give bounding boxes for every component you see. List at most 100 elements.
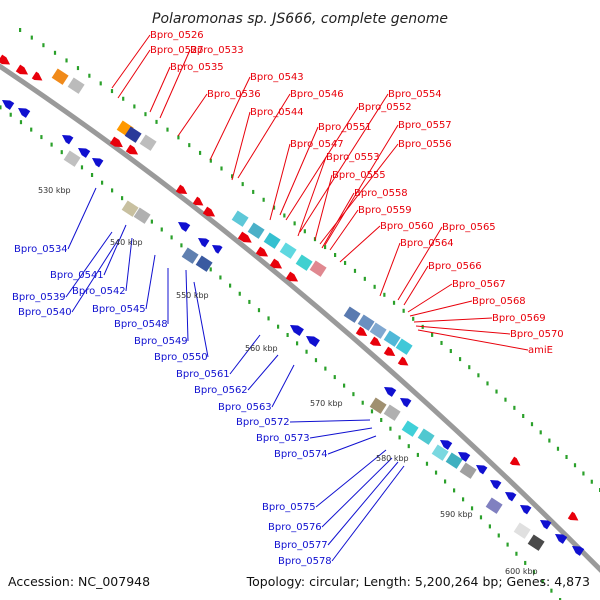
outer-tick <box>42 43 45 48</box>
forward-gene-label: Bpro_0553 <box>326 152 380 163</box>
scale-tick-label: 560 kbp <box>245 344 278 353</box>
outer-tick <box>133 104 136 109</box>
gene-block <box>369 397 387 414</box>
outer-tick <box>283 213 286 218</box>
forward-gene-label: Bpro_0535 <box>170 62 224 73</box>
forward-gene-leader <box>297 156 327 237</box>
forward-gene-leader <box>329 209 359 251</box>
forward-gene-leader <box>319 143 399 245</box>
inner-tick <box>150 219 153 224</box>
forward-gene-arrow <box>192 196 204 206</box>
inner-tick <box>407 444 410 449</box>
reverse-gene-arrow-shape <box>198 238 210 248</box>
forward-gene-arrow <box>109 136 123 148</box>
forward-gene-leader <box>417 329 529 351</box>
forward-gene-leader <box>285 106 359 221</box>
gene-block-shape <box>431 444 449 461</box>
forward-gene-label: Bpro_0552 <box>358 102 412 113</box>
reverse-gene-label: Bpro_0562 <box>194 385 248 396</box>
outer-tick <box>530 422 534 427</box>
reverse-gene-arrow <box>18 108 31 118</box>
outer-tick <box>334 253 337 257</box>
scale-tick-label: 540 kbp <box>110 238 143 247</box>
scale-tick-label: 570 kbp <box>310 399 343 408</box>
outer-tick <box>363 276 366 281</box>
forward-gene-arrow <box>175 184 188 194</box>
reverse-gene-leader <box>327 461 399 546</box>
reverse-gene-label: Bpro_0549 <box>134 336 188 347</box>
inner-tick <box>9 112 12 117</box>
reverse-gene-arrow-shape <box>290 325 304 336</box>
inner-tick <box>120 196 124 201</box>
forward-gene-arrow <box>0 54 11 65</box>
reverse-gene-leader <box>289 419 371 423</box>
forward-gene-arrow <box>237 231 252 243</box>
genome-summary-text: Topology: circular; Length: 5,200,264 bp… <box>246 574 590 589</box>
genome-backbone <box>0 63 600 573</box>
gene-block-shape <box>513 522 531 539</box>
inner-tick <box>111 188 114 193</box>
forward-gene-leader <box>397 226 443 301</box>
outer-tick <box>486 381 489 386</box>
reverse-gene-leader <box>321 457 393 528</box>
forward-gene-leader <box>403 265 429 306</box>
forward-gene-label: Bpro_0536 <box>207 89 261 100</box>
forward-gene-arrow <box>285 271 299 282</box>
inner-tick <box>352 392 355 397</box>
reverse-gene-arrow-shape <box>212 245 223 254</box>
reverse-gene-arrow <box>178 222 191 232</box>
forward-gene-label: Bpro_0570 <box>510 329 564 340</box>
outer-tick <box>166 127 169 132</box>
forward-gene-arrow <box>369 336 382 346</box>
gene-block <box>51 68 69 85</box>
gene-block-shape <box>124 126 142 143</box>
gene-block <box>121 200 139 217</box>
forward-gene-arrow-shape <box>202 206 216 217</box>
reverse-gene-arrow-shape <box>555 534 568 544</box>
reverse-gene-arrow-shape <box>490 480 502 490</box>
outer-tick <box>144 112 147 117</box>
reverse-gene-label: Bpro_0575 <box>262 502 316 513</box>
gene-block <box>417 428 435 445</box>
inner-tick <box>219 275 222 280</box>
outer-tick <box>392 300 396 305</box>
forward-gene-label: Bpro_0565 <box>442 222 496 233</box>
reverse-gene-leader <box>331 465 405 562</box>
outer-tick <box>323 245 327 250</box>
inner-tick <box>180 243 183 248</box>
inner-tick <box>425 461 429 466</box>
reverse-gene-label: Bpro_0561 <box>176 369 230 380</box>
reverse-gene-arrow <box>555 534 568 544</box>
gene-block <box>357 314 375 331</box>
reverse-gene-arrow <box>198 238 210 248</box>
gene-block-shape <box>121 200 139 217</box>
inner-tick <box>40 135 43 140</box>
inner-tick <box>209 267 212 272</box>
reverse-gene-leader <box>185 269 189 342</box>
forward-gene-label: Bpro_0559 <box>358 205 412 216</box>
scale-tick-label: 590 kbp <box>440 510 473 519</box>
reverse-gene-leader <box>309 427 373 439</box>
forward-gene-label: Bpro_0547 <box>290 139 344 150</box>
gene-block-shape <box>369 322 387 339</box>
forward-gene-leader <box>159 49 191 119</box>
inner-tick <box>238 291 241 296</box>
gene-block <box>309 260 327 277</box>
reverse-gene-label: Bpro_0540 <box>18 307 72 318</box>
reverse-gene-leader <box>67 187 97 250</box>
reverse-gene-arrow <box>306 336 320 347</box>
gene-block <box>383 404 401 421</box>
scale-tick-label: 550 kbp <box>176 291 209 300</box>
gene-block-shape <box>383 404 401 421</box>
reverse-gene-arrow-shape <box>2 100 15 110</box>
forward-gene-label: Bpro_0566 <box>428 261 482 272</box>
forward-gene-arrow-shape <box>15 64 29 75</box>
inner-tick <box>295 341 299 346</box>
inner-tick <box>314 358 318 363</box>
gene-block-shape <box>195 255 213 272</box>
gene-block-shape <box>485 497 503 514</box>
outer-tick <box>209 158 212 163</box>
forward-gene-arrow-shape <box>31 71 43 81</box>
forward-gene-label: Bpro_0556 <box>398 139 452 150</box>
